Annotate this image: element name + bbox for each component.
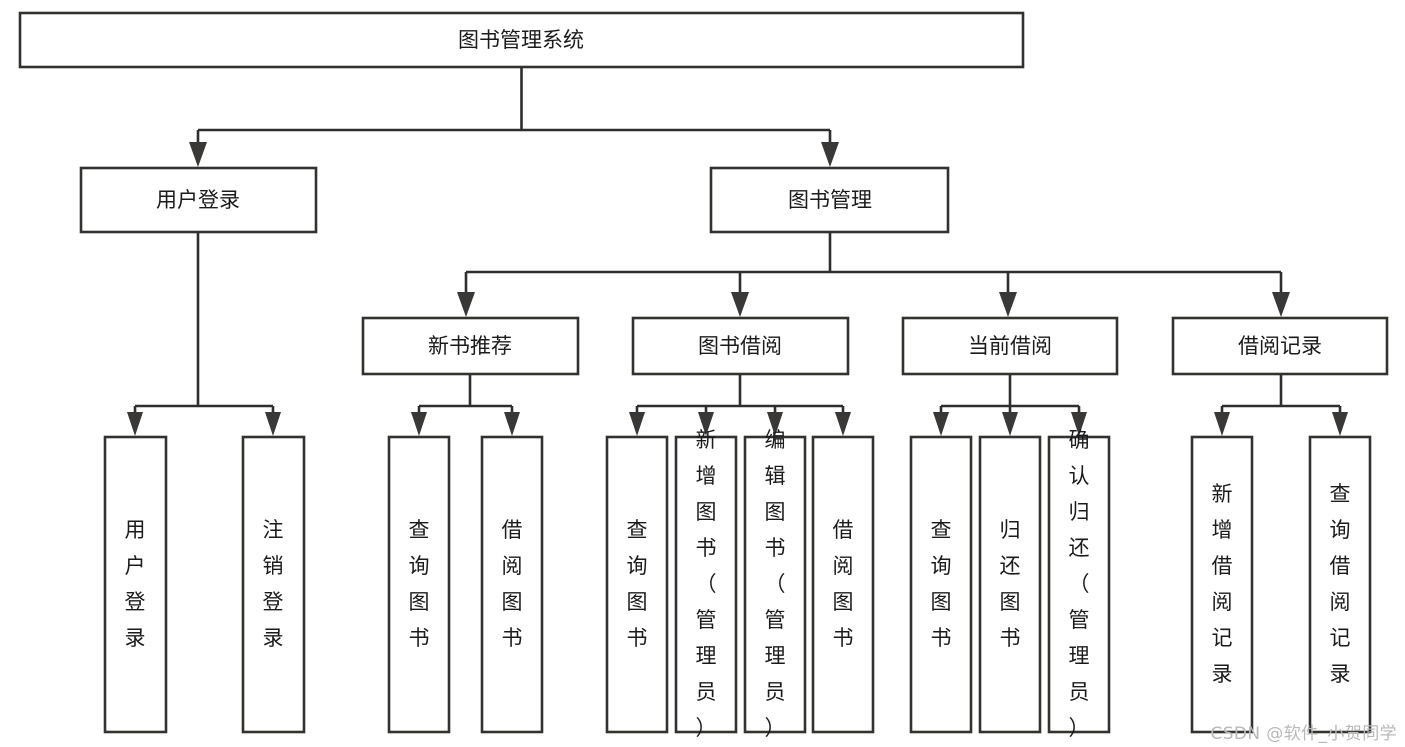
node-leaf-query-book-1[interactable]: 查询图书 [387, 435, 451, 734]
connector-group-book-manage-to-level3 [457, 232, 1290, 317]
node-leaf-logout[interactable]: 注销登录 [241, 435, 306, 734]
node-new-book-rec-box [361, 316, 580, 376]
node-book-borrow-box [631, 316, 850, 376]
node-current-borrow-box [901, 316, 1119, 376]
node-leaf-return-book[interactable]: 归还图书 [978, 435, 1042, 734]
node-leaf-query-record[interactable]: 查询借阅记录 [1308, 435, 1372, 734]
node-book-borrow[interactable]: 图书借阅 [631, 316, 850, 376]
node-user-login-label: 用户登录 [156, 188, 240, 212]
node-leaf-confirm-return-label: 确认归还（管理员） [1069, 428, 1090, 740]
node-leaf-query-record-label: 查询借阅记录 [1330, 482, 1351, 686]
node-leaf-query-record-box [1308, 435, 1372, 734]
arrow-head-leaf-return-book [1002, 412, 1018, 436]
node-current-borrow-label: 当前借阅 [968, 334, 1052, 358]
arrow-head-borrow-record [1272, 292, 1290, 317]
node-leaf-borrow-book-1-box [480, 435, 544, 734]
node-leaf-query-book-3[interactable]: 查询图书 [909, 435, 973, 734]
node-leaf-borrow-book-2[interactable]: 借阅图书 [811, 435, 875, 734]
node-leaf-query-book-2[interactable]: 查询图书 [605, 435, 669, 734]
node-book-manage-label: 图书管理 [788, 188, 872, 212]
node-leaf-query-book-3-label: 查询图书 [931, 518, 952, 650]
arrow-head-new-book-rec [457, 292, 475, 317]
node-leaf-edit-book[interactable]: 编辑图书（管理员） [743, 428, 807, 740]
connector-group-root-to-level2 [189, 67, 839, 167]
arrow-head-leaf-confirm-return [1071, 412, 1087, 436]
node-current-borrow[interactable]: 当前借阅 [901, 316, 1119, 376]
node-leaf-user-login-label: 用户登录 [125, 518, 146, 650]
arrow-head-leaf-query-record [1332, 412, 1348, 436]
node-book-manage[interactable]: 图书管理 [709, 166, 950, 234]
node-leaf-return-book-label: 归还图书 [1000, 518, 1021, 650]
node-leaf-borrow-book-1[interactable]: 借阅图书 [480, 435, 544, 734]
node-leaf-borrow-book-1-label: 借阅图书 [502, 518, 523, 650]
arrow-head-leaf-query-book-3 [933, 412, 949, 436]
node-leaf-confirm-return[interactable]: 确认归还（管理员） [1047, 428, 1111, 740]
node-leaf-edit-book-box [743, 435, 807, 734]
node-leaf-query-book-1-label: 查询图书 [409, 518, 430, 650]
node-leaf-logout-box [241, 435, 306, 734]
node-leaf-query-book-3-box [909, 435, 973, 734]
node-root-book-management-system[interactable]: 图书管理系统 [18, 11, 1025, 69]
arrow-head-user-login [189, 142, 207, 167]
node-book-borrow-label: 图书借阅 [698, 334, 782, 358]
connector-group-current-borrow-to-leaves [933, 374, 1087, 436]
arrow-head-leaf-add-book [698, 412, 714, 436]
arrow-head-leaf-add-record [1214, 412, 1230, 436]
arrow-head-leaf-borrow-book-1 [504, 412, 520, 436]
arrow-head-leaf-user-login [127, 412, 143, 436]
node-borrow-record-label: 借阅记录 [1238, 334, 1322, 358]
node-leaf-user-login[interactable]: 用户登录 [103, 435, 168, 734]
arrow-head-leaf-edit-book [767, 412, 783, 436]
connector-group-user-login-to-leaves [127, 232, 281, 436]
node-leaf-query-book-2-box [605, 435, 669, 734]
connector-group-borrow-record-to-leaves [1214, 374, 1348, 436]
node-leaf-confirm-return-box [1047, 435, 1111, 734]
node-leaf-add-record-label: 新增借阅记录 [1212, 482, 1233, 686]
node-leaf-add-book[interactable]: 新增图书（管理员） [674, 428, 738, 740]
connector-group-book-borrow-to-leaves [629, 374, 851, 436]
arrow-head-current-borrow [999, 292, 1017, 317]
connector-group-new-book-rec-to-leaves [411, 374, 520, 436]
node-leaf-query-book-2-label: 查询图书 [627, 518, 648, 650]
node-borrow-record[interactable]: 借阅记录 [1171, 316, 1389, 376]
node-root-box [18, 11, 1025, 69]
node-new-book-rec[interactable]: 新书推荐 [361, 316, 580, 376]
node-leaf-user-login-box [103, 435, 168, 734]
node-leaf-borrow-book-2-label: 借阅图书 [833, 518, 854, 650]
arrow-head-book-borrow [731, 292, 749, 317]
node-root-label: 图书管理系统 [458, 28, 584, 52]
node-leaf-add-record[interactable]: 新增借阅记录 [1190, 435, 1254, 734]
node-leaf-add-record-box [1190, 435, 1254, 734]
arrow-head-leaf-logout [265, 412, 281, 436]
arrow-head-leaf-borrow-book-2 [835, 412, 851, 436]
node-borrow-record-box [1171, 316, 1389, 376]
node-leaf-edit-book-label: 编辑图书（管理员） [765, 428, 786, 740]
node-leaf-logout-label: 注销登录 [263, 518, 284, 650]
arrow-head-leaf-query-book-1 [411, 412, 427, 436]
arrow-head-book-manage [821, 142, 839, 167]
node-leaf-add-book-box [674, 435, 738, 734]
node-leaf-add-book-label: 新增图书（管理员） [696, 428, 717, 740]
arrow-head-leaf-query-book-2 [629, 412, 645, 436]
node-leaf-query-book-1-box [387, 435, 451, 734]
node-leaf-return-book-box [978, 435, 1042, 734]
node-user-login-box [79, 166, 318, 234]
node-user-login[interactable]: 用户登录 [79, 166, 318, 234]
node-book-manage-box [709, 166, 950, 234]
node-new-book-rec-label: 新书推荐 [428, 334, 512, 358]
csdn-watermark: CSDN @软件_小贺同学 [1210, 724, 1397, 744]
node-leaf-borrow-book-2-box [811, 435, 875, 734]
